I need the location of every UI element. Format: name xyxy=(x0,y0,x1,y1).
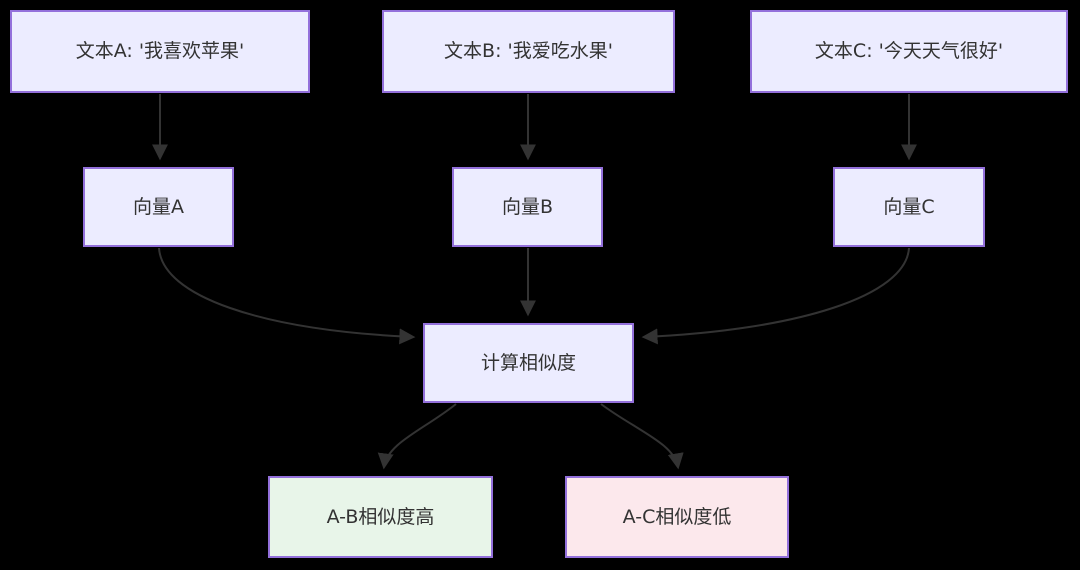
node-text-c: 文本C: '今天天气很好' xyxy=(750,10,1068,93)
node-similarity-ac-low: A-C相似度低 xyxy=(565,476,789,558)
edge-vecA-calc xyxy=(158,247,416,345)
node-vector-c: 向量C xyxy=(833,167,985,247)
edge-calc-simAB xyxy=(377,403,457,470)
node-vector-b-label: 向量B xyxy=(501,195,554,218)
node-vector-a-label: 向量A xyxy=(133,195,184,218)
node-text-b-label: 文本B: '我爱吃水果' xyxy=(444,40,613,63)
node-text-c-label: 文本C: '今天天气很好' xyxy=(814,40,1004,63)
node-vector-c-label: 向量C xyxy=(883,195,935,218)
edge-calc-simAC xyxy=(600,403,684,470)
node-vector-b: 向量B xyxy=(452,167,603,247)
node-compute-similarity-label: 计算相似度 xyxy=(480,351,576,374)
node-text-a-label: 文本A: '我喜欢苹果' xyxy=(75,40,245,63)
node-similarity-ac-low-label: A-C相似度低 xyxy=(622,505,732,528)
node-text-b: 文本B: '我爱吃水果' xyxy=(382,10,675,93)
node-text-a: 文本A: '我喜欢苹果' xyxy=(10,10,310,93)
node-compute-similarity: 计算相似度 xyxy=(423,323,634,403)
node-similarity-ab-high: A-B相似度高 xyxy=(268,476,493,558)
edge-vecC-calc xyxy=(641,247,910,345)
node-vector-a: 向量A xyxy=(83,167,234,247)
node-similarity-ab-high-label: A-B相似度高 xyxy=(326,505,435,528)
